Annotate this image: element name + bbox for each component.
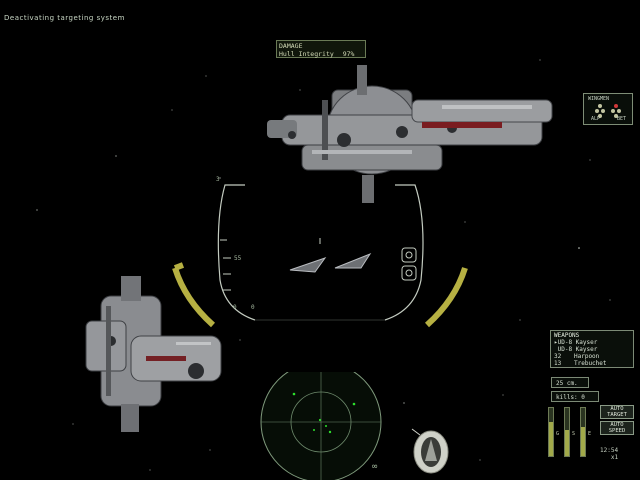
hull-integrity-value: 97% [342,50,355,58]
radar-range: ∞ [372,462,378,472]
wingmen-status-icon [595,104,621,118]
time-scale: x1 [610,454,619,461]
hull-integrity-row: Hull Integrity 97% [279,50,363,58]
gun-2: UD-8 Kayser [557,346,598,353]
wingman-beta-label: BET [616,116,626,122]
range-marker: 0 [251,304,255,311]
hull-integrity-label: Hull Integrity [279,50,334,58]
range-readout: 25 cm. [551,377,589,388]
targeting-reticle [172,184,468,328]
missile-name: Trebuchet [574,360,607,367]
missile-row: 13 Trebuchet [554,360,630,367]
gauge-bar [548,407,554,457]
gauge-bar [564,407,570,457]
missile-count: 13 [554,360,562,367]
missile-row: 32 Harpoon [554,353,630,360]
energy-gauges: G S E [546,403,592,459]
gauge-label: G [556,431,560,437]
gun-row: UD-8 Kayser [554,346,630,353]
auto-target-button[interactable]: AUTO TARGET [600,405,634,419]
ship-shield-icon [411,428,449,474]
missile-count: 32 [554,353,562,360]
gauge-fill [565,429,569,456]
weapons-title: WEAPONS [554,332,580,339]
clock-time: 12:54 [600,447,619,454]
capital-ship-small [85,276,222,432]
throttle-marker: 0 [233,304,237,311]
auto-speed-button[interactable]: AUTO SPEED [600,421,634,435]
wingmen-title: WINGMEN [588,96,610,102]
gun-row: ▸UD-8 Kayser [554,339,598,346]
gauge-bar [580,407,586,457]
mission-clock: 12:54 x1 [600,447,618,461]
capital-ship-large [267,65,553,203]
tick-marker: 3 [216,176,220,183]
radar-scope [260,372,382,480]
gauge-fill [549,422,553,456]
gun-1: UD-8 Kayser [557,339,598,346]
weapons-panel[interactable]: WEAPONS ▸UD-8 Kayser UD-8 Kayser 32 Harpo… [550,330,634,368]
damage-panel: DAMAGE Hull Integrity 97% [276,40,366,58]
system-message: Deactivating targeting system [4,14,125,22]
gauge-label: S [572,431,576,437]
gauge-fill [581,427,585,456]
wingman-alpha-label: ALP [591,116,601,122]
missile-name: Harpoon [574,353,600,360]
speed-marker: 55 [234,255,242,262]
damage-title: DAMAGE [279,42,303,50]
gauge-label: E [588,431,592,437]
wingmen-panel[interactable]: WINGMEN ALP BET [583,93,633,125]
kills-counter: kills: 0 [551,391,599,402]
